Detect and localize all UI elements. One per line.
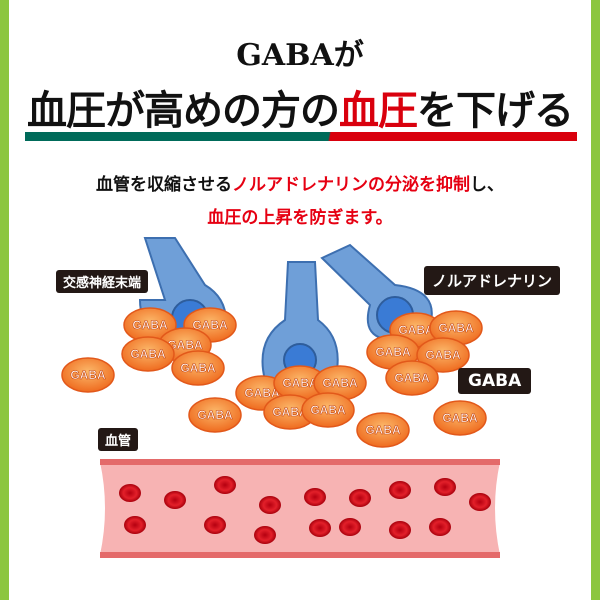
red-blood-cell	[119, 484, 141, 502]
red-blood-cell	[214, 476, 236, 494]
gaba-molecule-label: GABA	[167, 338, 203, 352]
subtitle-text-end: し、	[470, 175, 504, 195]
subtitle-text: 血管を収縮させる	[96, 175, 232, 195]
gaba-molecule-label: GABA	[394, 371, 430, 385]
title-text-end: を下げる	[417, 87, 574, 134]
gaba-molecule-label: GABA	[70, 368, 106, 382]
title-text: 血圧が高めの方の	[27, 87, 340, 134]
red-blood-cell	[254, 526, 276, 544]
red-blood-cell	[339, 518, 361, 536]
label-noradrenaline: ノルアドレナリン	[424, 266, 561, 295]
red-blood-cell	[304, 488, 326, 506]
red-blood-cell	[124, 516, 146, 534]
gaba-molecule-label: GABA	[130, 347, 166, 361]
gaba-molecule-label: GABA	[132, 318, 168, 332]
gaba-molecule-label: GABA	[197, 408, 233, 422]
red-blood-cell	[164, 491, 186, 509]
gaba-molecule-label: GABA	[322, 376, 358, 390]
red-blood-cell	[204, 516, 226, 534]
subtitle-highlight: ノルアドレナリンの分泌を抑制	[232, 175, 470, 195]
gaba-molecule	[416, 337, 470, 373]
gaba-molecule-label: GABA	[180, 361, 216, 375]
gaba-molecule	[121, 336, 175, 372]
red-blood-cell	[429, 518, 451, 536]
gaba-molecule	[356, 412, 410, 448]
gaba-molecule	[171, 350, 225, 386]
gaba-molecule-label: GABA	[375, 345, 411, 359]
gaba-molecule-label: GABA	[438, 321, 474, 335]
red-blood-cell	[389, 481, 411, 499]
red-blood-cell	[259, 496, 281, 514]
label-gaba: GABA	[458, 368, 532, 394]
title-line1: GABAが	[236, 38, 364, 73]
red-blood-cell	[309, 519, 331, 537]
gaba-molecule-label: GABA	[192, 318, 228, 332]
label-blood-vessel: 血管	[98, 428, 139, 451]
nerve-terminal-center	[261, 261, 339, 381]
gaba-molecule-label: GABA	[272, 405, 308, 419]
gaba-molecule	[188, 397, 242, 433]
gaba-molecule	[433, 400, 487, 436]
gaba-molecule-label: GABA	[442, 411, 478, 425]
label-nerve-terminal: 交感神経末端	[56, 270, 149, 293]
gaba-molecule	[385, 360, 439, 396]
gaba-molecule-label: GABA	[398, 323, 434, 337]
gaba-molecule-label: GABA	[282, 376, 318, 390]
gaba-molecule	[301, 392, 355, 428]
title-underline	[25, 132, 577, 141]
red-blood-cell	[389, 521, 411, 539]
red-blood-cell	[469, 493, 491, 511]
gaba-molecule-label: GABA	[425, 348, 461, 362]
blood-vessel	[100, 459, 500, 558]
title-line2: 血圧が高めの方の血圧を下げる	[0, 78, 600, 136]
gaba-molecule-label: GABA	[244, 386, 280, 400]
title-highlight: 血圧	[339, 87, 418, 134]
red-blood-cell	[434, 478, 456, 496]
red-blood-cell	[349, 489, 371, 507]
gaba-molecule-label: GABA	[365, 423, 401, 437]
subtitle-line1: 血管を収縮させるノルアドレナリンの分泌を抑制し、	[0, 170, 600, 195]
gaba-molecule-label: GABA	[310, 403, 346, 417]
subtitle-line2: 血圧の上昇を防ぎます。	[207, 208, 393, 228]
gaba-molecule	[61, 357, 115, 393]
